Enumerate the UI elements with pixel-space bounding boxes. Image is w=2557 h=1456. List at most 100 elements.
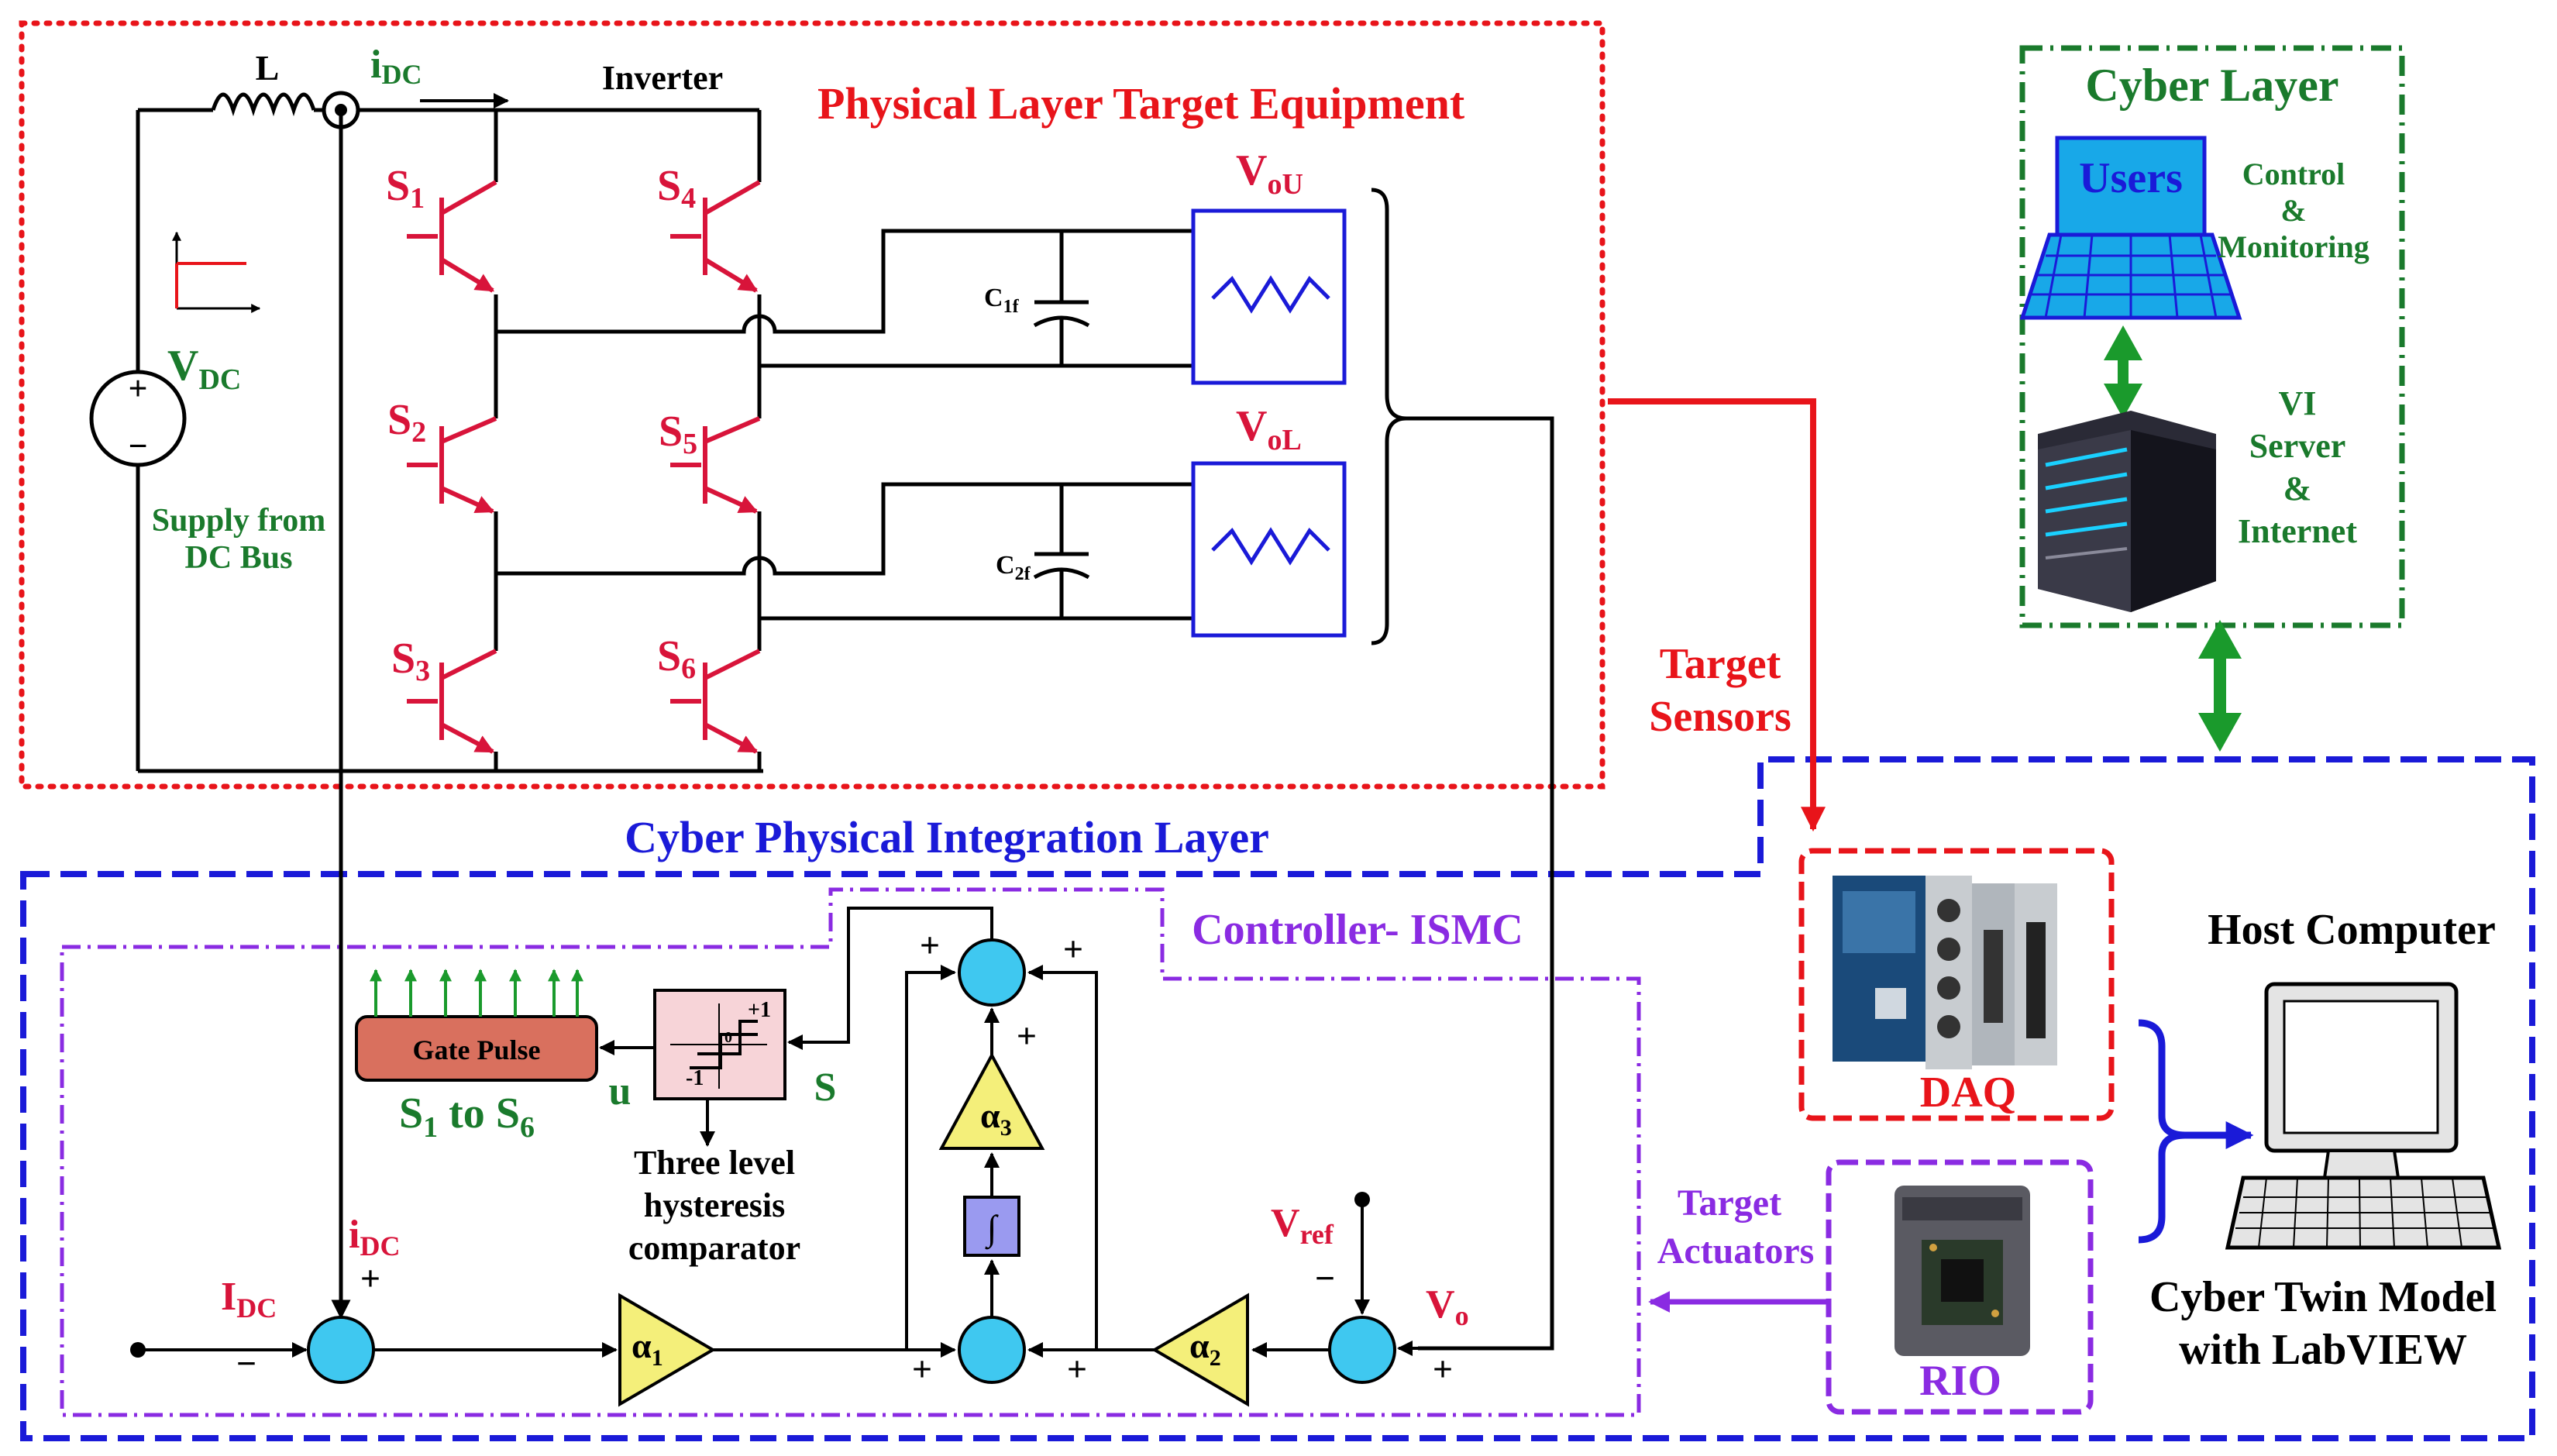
hyst-zero-label: 0: [724, 1029, 732, 1046]
vol-label: VoL: [1236, 402, 1302, 456]
upper-ac-source: [1191, 208, 1347, 385]
switch-s2-label: S2: [387, 396, 426, 449]
sensors-label-1: Target: [1660, 640, 1781, 688]
control-label-2: &: [2280, 193, 2306, 228]
vo-plus: +: [1433, 1349, 1453, 1389]
comparator-label-2: hysteresis: [644, 1186, 786, 1224]
sum-top-plus-right: +: [1063, 929, 1083, 969]
daq-device-icon: [1833, 876, 2057, 1069]
controller-title: Controller- ISMC: [1192, 906, 1523, 954]
vdc-label: VDC: [167, 342, 241, 396]
vref-label: Vref: [1271, 1201, 1334, 1250]
sum-junction-middle: [958, 1316, 1026, 1384]
gate-targets-label: S1 to S6: [399, 1089, 535, 1144]
sum-junction-voltage: [1328, 1316, 1396, 1384]
vi-label-2: Server: [2249, 427, 2346, 465]
source-plus: +: [128, 370, 147, 408]
hyst-plus-label: +1: [748, 998, 771, 1022]
sum-top-plus-bottom: +: [1017, 1016, 1037, 1055]
twin-label-2: with LabVIEW: [2179, 1326, 2467, 1374]
gain-alpha2: [1151, 1293, 1249, 1407]
users-monitor-icon: [2019, 136, 2242, 320]
output-brace: [1371, 188, 1407, 645]
rio-border: [1826, 1159, 2094, 1415]
vi-label-3: &: [2283, 470, 2312, 508]
supply-label-line2: DC Bus: [185, 540, 293, 576]
vo-label: Vo: [1426, 1282, 1469, 1331]
idc-ref-minus: −: [236, 1344, 256, 1383]
inverter-label: Inverter: [602, 59, 723, 97]
rio-label: RIO: [1919, 1357, 2001, 1405]
switch-s5: [670, 416, 761, 514]
gain-alpha1-label: α1: [632, 1326, 663, 1371]
comparator-label-3: comparator: [628, 1229, 800, 1267]
gate-pulse-block: [355, 1015, 598, 1082]
inductor: [211, 92, 316, 117]
sensors-label-2: Sensors: [1649, 693, 1791, 741]
gate-pulse-label: Gate Pulse: [413, 1034, 541, 1065]
gain-alpha1: [618, 1293, 716, 1407]
gain-alpha3: [938, 1052, 1045, 1150]
inductor-label: L: [256, 48, 280, 88]
switch-s2: [407, 416, 497, 514]
target-sensors-arrow: [1608, 398, 1826, 832]
switch-s5-label: S5: [659, 408, 697, 460]
hyst-minus-label: -1: [686, 1066, 704, 1090]
sum-top-plus-left: +: [920, 925, 940, 965]
sum-junction-current: [307, 1316, 375, 1384]
vref-minus: −: [1315, 1258, 1335, 1298]
rio-device-icon: [1895, 1186, 2030, 1356]
physical-layer-title: Physical Layer Target Equipment: [817, 78, 1465, 129]
gain-alpha3-label: α3: [980, 1096, 1012, 1141]
server-icon: [2038, 411, 2216, 612]
idc-fb-plus: +: [360, 1258, 380, 1298]
switch-s3-label: S3: [391, 635, 430, 687]
idc-ref-label: IDC: [221, 1275, 277, 1323]
idc-label: iDC: [370, 43, 422, 90]
gain-alpha2-label: α2: [1189, 1326, 1221, 1371]
switch-s4: [670, 180, 761, 293]
vi-label-4: Internet: [2238, 512, 2357, 550]
switch-s1-label: S1: [386, 162, 425, 215]
host-bracket: [2138, 1019, 2186, 1244]
integration-layer-border: [20, 756, 2535, 1441]
cyber-layer-border: [2019, 45, 2405, 628]
switch-s3: [407, 649, 497, 754]
control-label-3: Monitoring: [2218, 229, 2369, 264]
switch-s6: [670, 649, 761, 754]
actuators-label-2: Actuators: [1657, 1231, 1815, 1272]
cyber-layer-title: Cyber Layer: [2085, 60, 2338, 111]
dc-voltage-source: [89, 370, 187, 467]
gate-pulse-arrows: [370, 969, 583, 1017]
supply-label-line1: Supply from: [152, 503, 325, 539]
switch-s6-label: S6: [657, 632, 696, 685]
lower-ac-source: [1191, 461, 1347, 638]
actuators-label-1: Target: [1678, 1182, 1781, 1224]
cap2-label: C2f: [996, 551, 1031, 584]
comparator-label-1: Three level: [634, 1144, 795, 1182]
u-label: u: [609, 1069, 632, 1114]
users-label: Users: [2079, 154, 2183, 202]
vi-label-1: VI: [2279, 384, 2317, 422]
daq-label: DAQ: [1920, 1069, 2016, 1117]
s-signal-label: S: [814, 1065, 837, 1110]
sum-mid-plus-right: +: [1067, 1349, 1087, 1389]
integrator-label: ∫: [985, 1208, 999, 1250]
vou-label: VoU: [1236, 146, 1303, 201]
cap1-label: C1f: [984, 284, 1020, 317]
host-computer-label: Host Computer: [2208, 906, 2496, 954]
physical-layer-border: [19, 20, 1605, 790]
sum-junction-top: [958, 938, 1026, 1007]
daq-border: [1798, 848, 2115, 1121]
controller-border: [60, 887, 1641, 1417]
twin-label-1: Cyber Twin Model: [2149, 1273, 2497, 1321]
sum-mid-plus-left: +: [912, 1349, 932, 1389]
source-minus: −: [128, 427, 147, 465]
control-label-1: Control: [2242, 157, 2345, 191]
switch-s4-label: S4: [657, 162, 696, 215]
idc-fb-label: iDC: [349, 1213, 400, 1262]
integration-layer-title: Cyber Physical Integration Layer: [625, 812, 1269, 862]
host-computer-icon: [2225, 982, 2502, 1250]
switch-s1: [407, 180, 497, 293]
